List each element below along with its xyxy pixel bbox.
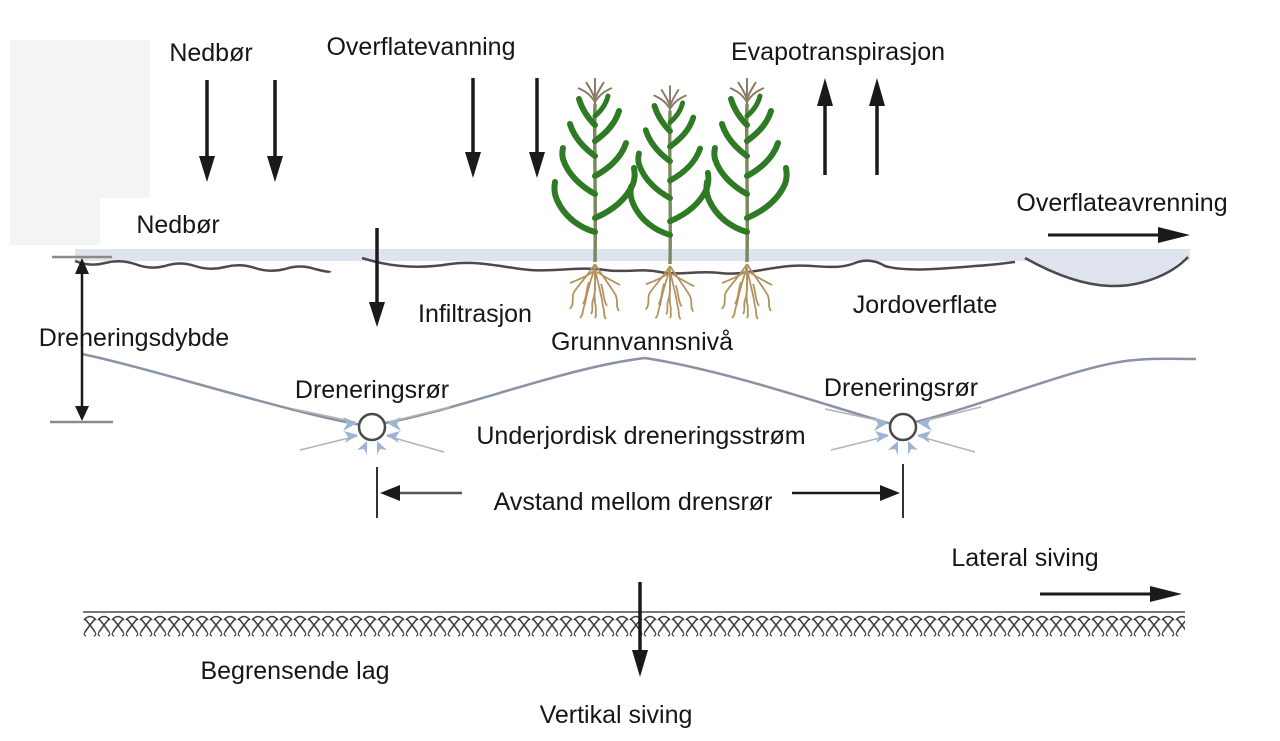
overflateavrenning-arrow [1048, 227, 1190, 243]
label-nedbor-top: Nedbør [169, 39, 252, 67]
groundwater-table-curve [81, 352, 1197, 428]
drain-pipe-right [823, 405, 983, 457]
corn-plant-middle [631, 86, 709, 320]
lateral-siving-arrow [1040, 586, 1182, 602]
surface-water-band [75, 249, 1190, 261]
dreneringsdybde-dimension [50, 255, 113, 424]
corn-plant-right [706, 78, 786, 319]
label-evapotranspirasjon: Evapotranspirasjon [731, 38, 945, 66]
label-overflateavrenning: Overflateavrenning [1016, 189, 1227, 217]
infiltrasjon-arrow [369, 228, 385, 327]
label-nedbor-surface: Nedbør [136, 211, 219, 239]
vertikal-siving-arrow [632, 582, 648, 677]
label-dreneringsdybde: Dreneringsdybde [39, 324, 229, 352]
surface-pond-depression [1025, 252, 1188, 287]
label-infiltrasjon: Infiltrasjon [418, 300, 532, 328]
label-begrensende-lag: Begrensende lag [200, 657, 389, 685]
label-jordoverflate: Jordoverflate [853, 291, 998, 319]
label-overflatevanning: Overflatevanning [326, 33, 515, 61]
label-dreneringsror-right: Dreneringsrør [824, 374, 978, 402]
evapotranspirasjon-arrows [817, 78, 885, 175]
nedbor-arrows [199, 80, 283, 182]
label-lateral-siving: Lateral siving [951, 544, 1098, 572]
limiting-layer [83, 611, 1185, 639]
corn-plant-left [554, 78, 634, 319]
avstand-dimension [376, 464, 904, 518]
label-underjordisk-dreneringsstrom: Underjordisk dreneringsstrøm [476, 422, 805, 450]
overflatevanning-arrows [465, 78, 545, 178]
label-vertikal-siving: Vertikal siving [540, 701, 693, 729]
label-dreneringsror-left: Dreneringsrør [295, 376, 449, 404]
nedbor-label-box [100, 198, 318, 248]
label-grunnvannsniva: Grunnvannsnivå [551, 328, 733, 356]
label-avstand-mellom-drensror: Avstand mellom drensrør [494, 488, 773, 516]
soil-surface-line [74, 256, 1189, 288]
